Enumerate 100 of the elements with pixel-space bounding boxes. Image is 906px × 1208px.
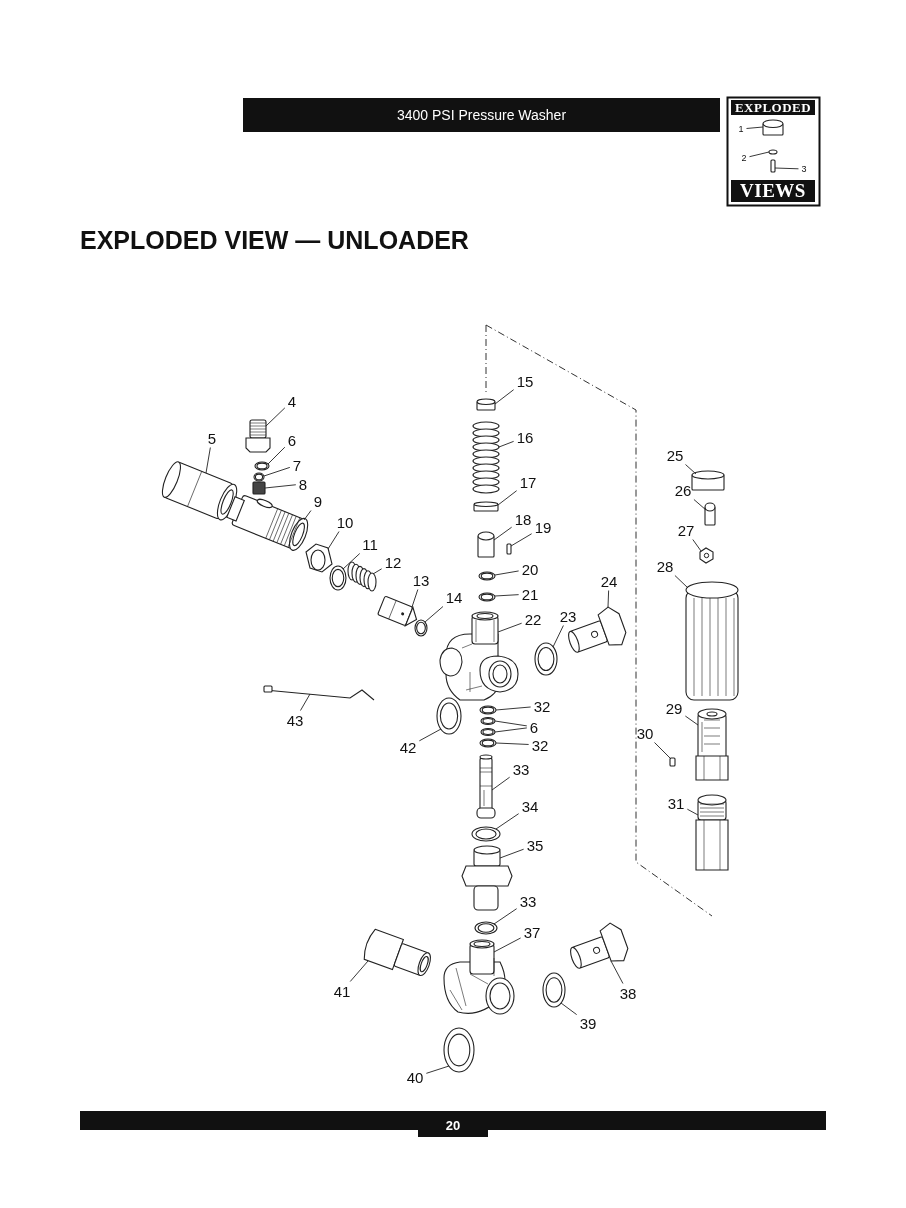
callout-number: 20 [520,561,540,577]
leader-line [607,590,610,608]
nut-drawing [305,543,333,573]
icon-footer: VIEWS [731,180,815,202]
knob-cap-drawing [691,470,725,491]
callout-number: 11 [361,536,379,552]
o-ring-drawing [471,826,501,842]
page-title: EXPLODED VIEW — UNLOADER [80,226,469,255]
leader-line [610,960,624,984]
callout-number: 24 [599,573,619,589]
valve-body-drawing [695,708,729,781]
pin-drawing [506,543,512,555]
o-ring-drawing [479,705,497,715]
nut-drawing [699,547,714,564]
leader-line [327,531,340,550]
leader-line [493,526,513,541]
callout-number: 8 [297,476,309,492]
leader-line [494,720,528,727]
callout-number: 5 [206,430,218,446]
callout-number: 4 [286,393,298,409]
callout-number: 25 [665,447,685,463]
bolt-drawing [704,502,716,526]
washer-drawing [768,149,778,155]
leader-line [491,776,511,791]
callout-number: 32 [530,737,550,753]
piston-drawing [477,531,495,558]
leader-line [372,568,383,575]
spring-drawing [472,421,500,494]
leader-line [424,606,444,623]
sealing-washer-drawing [443,1027,475,1073]
callout-number: 19 [533,519,553,535]
fitting-drawing [245,419,271,453]
callout-number: 17 [518,474,538,490]
callout-number: 9 [312,493,324,509]
o-ring-drawing [329,565,347,591]
callout-number: 23 [558,608,578,624]
leader-line [746,126,764,129]
valve-stem-drawing [476,754,496,819]
callout-number: 30 [635,725,655,741]
callout-number: 1 [737,124,745,134]
callout-number: 12 [383,554,403,570]
banjo-bolt-drawing [570,922,629,969]
callout-number: 21 [520,586,540,602]
callout-number: 18 [513,511,533,527]
leader-line [692,539,702,552]
callout-number: 26 [673,482,693,498]
leader-line [674,575,689,589]
leader-line [494,570,520,576]
leader-line [684,715,699,726]
leader-line [774,167,799,170]
callout-number: 29 [664,700,684,716]
callout-number: 16 [515,429,535,445]
callout-number: 13 [411,572,431,588]
callout-number: 32 [532,698,552,714]
callout-number: 22 [523,611,543,627]
leader-line [205,447,211,474]
leader-line [497,490,518,506]
leader-line [349,960,369,982]
callout-number: 33 [518,893,538,909]
pin-drawing [669,757,676,767]
leader-line [494,594,520,597]
leader-line [263,466,291,477]
spring-drawing [252,481,266,495]
leader-line [495,742,530,745]
leader-line [418,728,442,742]
leader-line [267,446,286,465]
callout-number: 2 [740,153,748,163]
callout-number: 7 [291,457,303,473]
leader-line [749,151,770,158]
leader-line [495,706,532,711]
disc-drawing [473,501,499,512]
callout-number: 42 [398,739,418,755]
callout-number: 39 [578,1015,598,1031]
callout-number: 35 [525,837,545,853]
o-ring-drawing [480,716,496,726]
leader-line [499,848,525,859]
leader-line [342,553,361,570]
callout-number: 10 [335,514,355,530]
cap-drawing [762,119,784,136]
callout-number: 27 [676,522,696,538]
header-bar: 3400 PSI Pressure Washer [243,98,720,132]
leader-line [300,693,311,711]
leader-line [510,533,533,547]
leader-line [303,510,312,521]
screw-drawing [770,159,776,173]
leader-line [494,389,515,405]
leader-line [654,742,672,760]
callout-number: 14 [444,589,464,605]
o-ring-drawing [480,727,496,737]
leader-line [552,625,564,648]
sealing-washer-drawing [534,642,558,676]
callout-number: 28 [655,558,675,574]
leader-line [686,808,699,816]
callout-number: 37 [522,924,542,940]
cap-drawing [476,398,496,411]
callout-number: 41 [332,983,352,999]
leader-line [411,589,419,608]
leader-line [498,440,515,448]
o-ring-drawing [414,619,428,637]
callout-number: 43 [285,712,305,728]
